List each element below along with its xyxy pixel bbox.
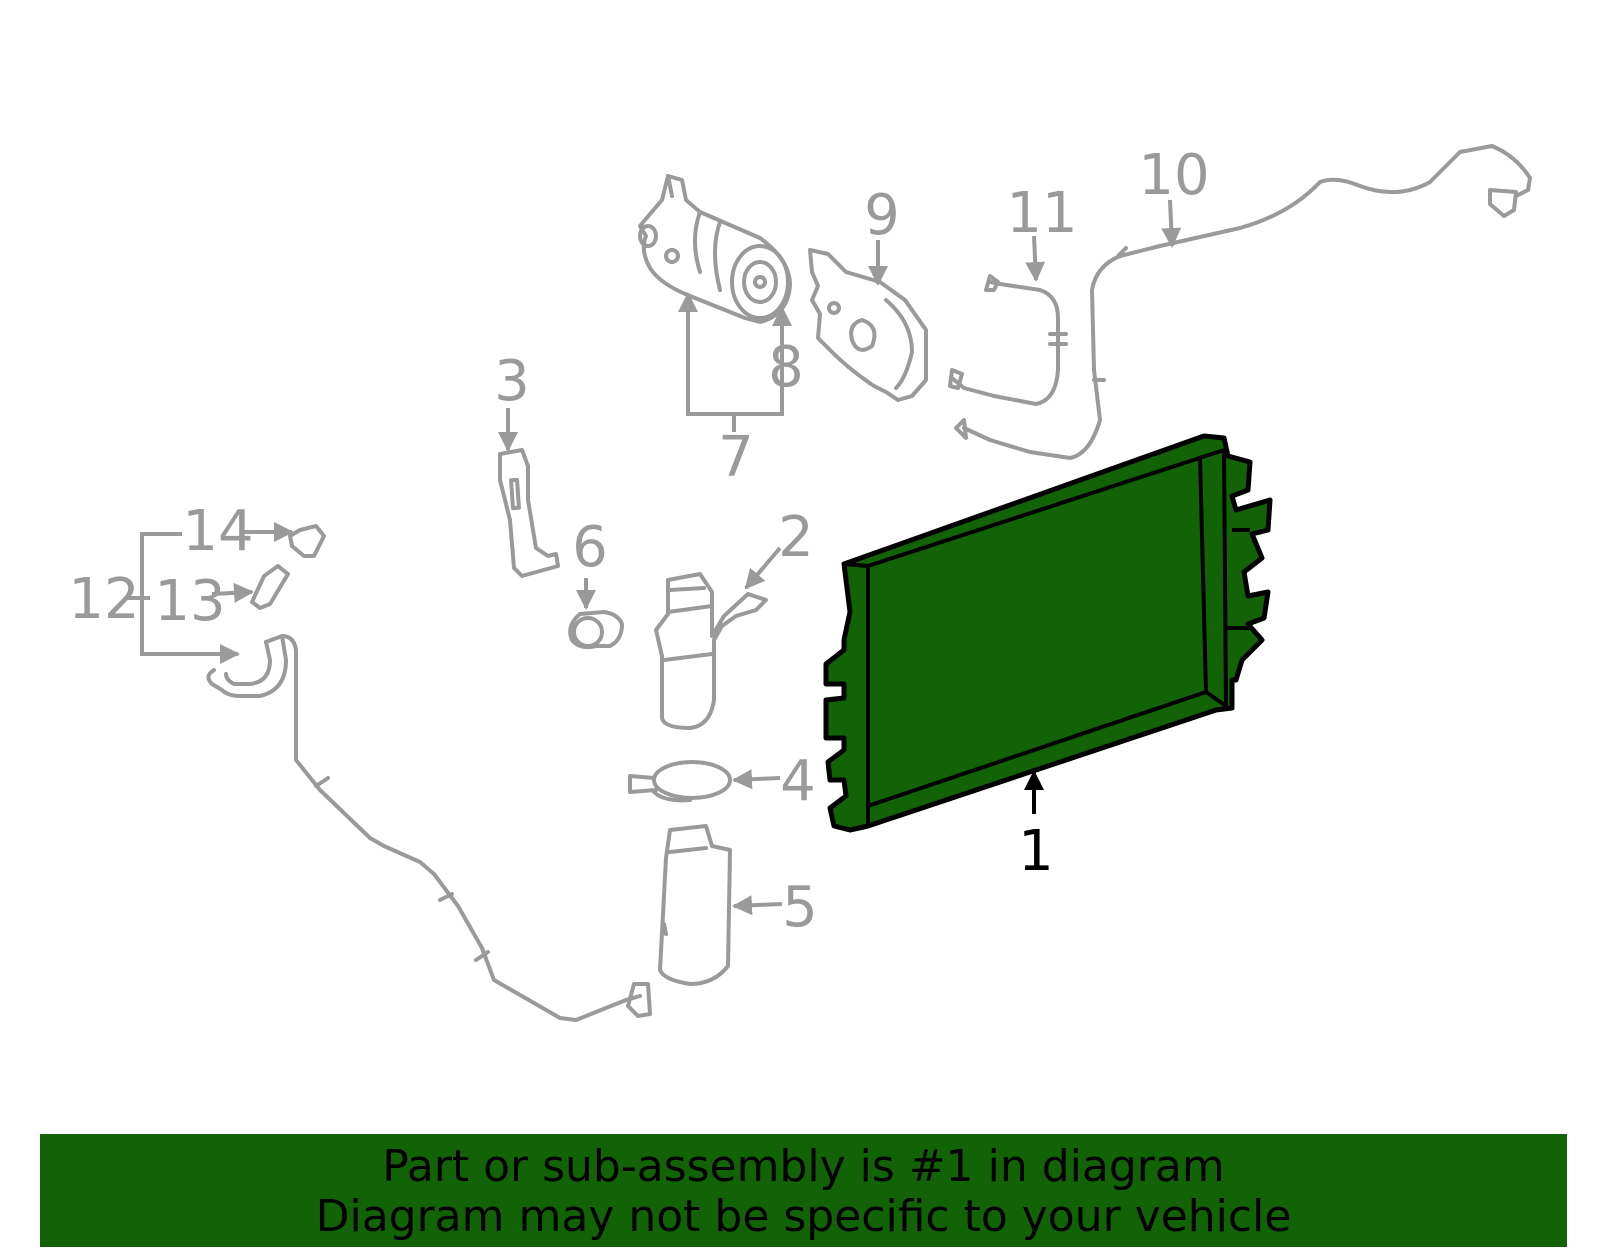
shield-part-5[interactable] [658, 824, 732, 986]
bracket-part-3[interactable] [498, 448, 560, 578]
callout-1: 1 [1018, 819, 1054, 884]
callout-5: 5 [782, 875, 818, 940]
callout-14: 14 [182, 499, 253, 564]
compressor-part[interactable] [638, 174, 792, 324]
callout-labels: 1 2 3 4 5 6 7 8 9 10 11 12 13 14 [68, 143, 1209, 940]
callout-11: 11 [1006, 181, 1077, 246]
switch-part-6[interactable] [568, 610, 624, 650]
callout-3: 3 [494, 349, 530, 414]
leader-lines [126, 199, 1182, 916]
callout-13: 13 [154, 569, 225, 634]
banner-line-1: Part or sub-assembly is #1 in diagram [382, 1141, 1225, 1192]
callout-7: 7 [718, 425, 754, 490]
callout-2: 2 [778, 505, 814, 570]
info-banner: Part or sub-assembly is #1 in diagram Di… [40, 1134, 1567, 1247]
line-part-10[interactable] [954, 144, 1532, 460]
callout-6: 6 [572, 515, 608, 580]
bracket-part-9[interactable] [808, 248, 928, 402]
cap-part-14[interactable] [288, 524, 326, 558]
callout-8: 8 [768, 335, 804, 400]
callout-9: 9 [864, 183, 900, 248]
callout-12: 12 [68, 567, 139, 632]
callout-4: 4 [780, 749, 816, 814]
drier-part-2[interactable] [654, 572, 768, 730]
line-part-12[interactable] [206, 634, 652, 1022]
condenser-part-1[interactable] [823, 433, 1273, 833]
banner-line-2: Diagram may not be specific to your vehi… [315, 1191, 1292, 1242]
line-part-11[interactable] [948, 274, 1068, 406]
clamp-part-4[interactable] [628, 760, 732, 803]
valve-part-13[interactable] [250, 564, 290, 610]
callout-10: 10 [1138, 143, 1209, 208]
